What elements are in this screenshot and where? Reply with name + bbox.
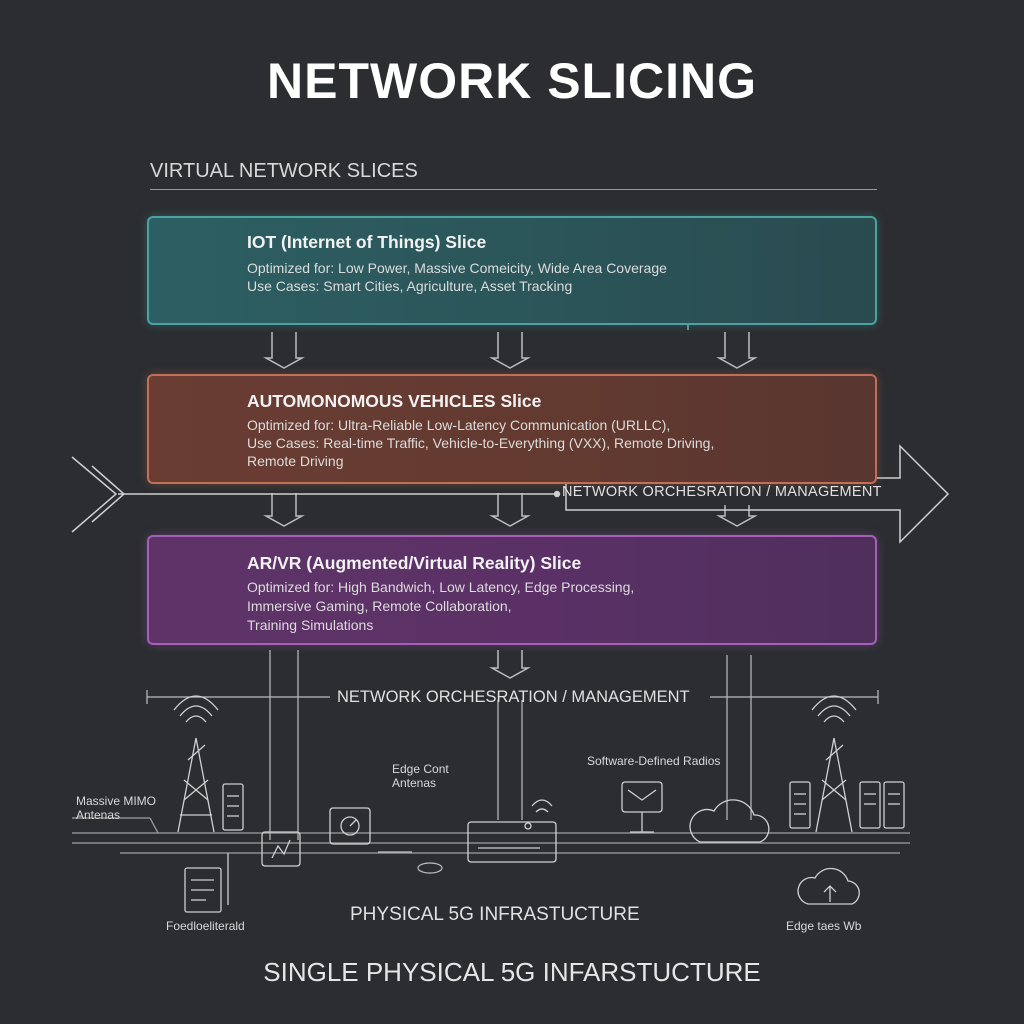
edge-cloud-icon (797, 867, 860, 905)
physical-infra-label: PHYSICAL 5G INFRASTUCTURE (350, 904, 640, 925)
slice-iot[interactable]: IOT (Internet of Things) Slice Optimized… (147, 216, 877, 325)
virtual-slices-label: VIRTUAL NETWORK SLICES (150, 160, 418, 182)
slice-detail: Immersive Gaming, Remote Collaboration, (247, 598, 512, 614)
cloud-icon (689, 799, 770, 843)
server-rack-icon (222, 783, 244, 831)
down-arrow (716, 505, 758, 527)
slice-detail: Training Simulations (247, 617, 374, 633)
orchestration-label: NETWORK ORCHESRATION / MANAGEMENT (337, 688, 690, 706)
central-switch-icon (467, 799, 557, 863)
cell-tower-icon (811, 695, 857, 833)
edge-compute-icon (329, 807, 371, 845)
slice-detail: Optimized for: Ultra-Reliable Low-Latenc… (247, 417, 671, 433)
fiber-label: Foedloeliterald (166, 919, 245, 933)
footer-caption: SINGLE PHYSICAL 5G INFARSTUCTURE (263, 957, 761, 987)
slice-detail: Optimized for: Low Power, Massive Comeic… (247, 260, 667, 276)
edge-cont-label: Edge Cont Antenas (392, 762, 449, 790)
down-arrow (263, 332, 305, 369)
fiber-box-icon (184, 853, 229, 913)
down-arrow (489, 493, 531, 527)
slice-autonomous-vehicles[interactable]: AUTOMONOMOUS VEHICLES Slice Optimized fo… (147, 374, 877, 484)
slice-title: AUTOMONOMOUS VEHICLES Slice (247, 391, 542, 411)
page-title: NETWORK SLICING (267, 53, 757, 109)
slice-ar-vr[interactable]: AR/VR (Augmented/Virtual Reality) Slice … (147, 535, 877, 645)
radio-icon (621, 781, 663, 833)
server-rack-icon (789, 781, 905, 829)
slice-title: AR/VR (Augmented/Virtual Reality) Slice (247, 553, 582, 573)
sdr-label: Software-Defined Radios (587, 754, 721, 768)
router-icon (261, 831, 301, 867)
orchestration-band-label: NETWORK ORCHESRATION / MANAGEMENT (562, 484, 882, 500)
edge-web-label: Edge taes Wb (786, 919, 862, 933)
slice-detail: Optimized for: High Bandwich, Low Latenc… (247, 579, 635, 595)
slice-detail: Use Cases: Smart Cities, Agriculture, As… (247, 278, 573, 294)
cell-tower-icon (173, 695, 219, 833)
down-arrow (263, 493, 305, 527)
orchestration-big-arrow (565, 444, 950, 544)
down-arrow (716, 332, 758, 369)
down-arrow (489, 650, 531, 679)
slice-detail: Use Cases: Real-time Traffic, Vehicle-to… (247, 435, 715, 451)
virtual-slices-divider (150, 189, 877, 190)
massive-mimo-label: Massive MIMO Antenas (76, 794, 157, 822)
slice-title: IOT (Internet of Things) Slice (247, 232, 487, 252)
orchestration-chevron-left (71, 456, 118, 533)
down-arrow (489, 332, 531, 369)
slice-detail: Remote Driving (247, 453, 344, 469)
